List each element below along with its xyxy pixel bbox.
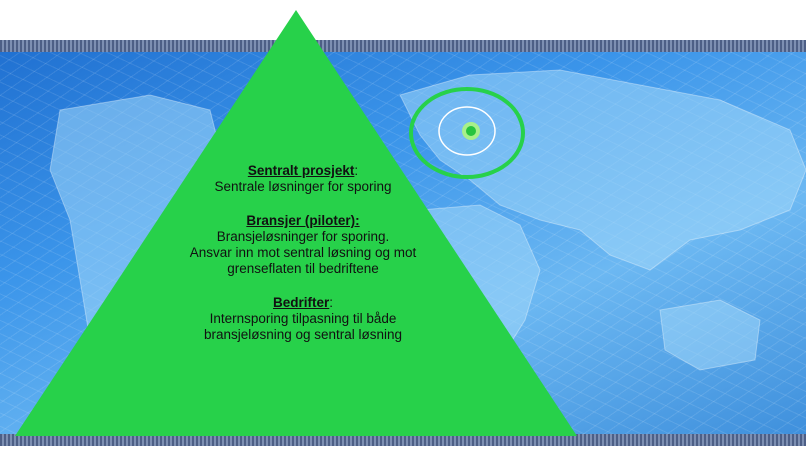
block-heading-central-project: Sentralt prosjekt	[247, 163, 355, 178]
block-line: Ansvar inn mot sentral løsning og mot	[189, 245, 417, 260]
block-heading-industries: Bransjer (piloter):	[246, 213, 360, 228]
block-line: Sentrale løsninger for sporing	[214, 179, 392, 194]
europe-location-dot	[466, 126, 476, 136]
banner-top-stripe	[0, 40, 806, 52]
banner-bottom-stripe	[0, 434, 806, 446]
block-central-project: Sentralt prosjekt: Sentrale løsninger fo…	[150, 163, 456, 195]
europe-highlight-ring-outer	[409, 87, 525, 179]
continent-europe-asia	[399, 69, 806, 271]
block-line: Bransjeløsninger for sporing.	[216, 229, 390, 244]
block-line: bransjeløsning og sentral løsning	[203, 327, 403, 342]
block-suffix-companies: :	[329, 295, 334, 310]
block-companies: Bedrifter: Internsporing tilpasning til …	[150, 295, 456, 343]
block-line: grenseflaten til bedriftene	[227, 261, 379, 276]
europe-highlight-ring-inner	[438, 106, 496, 156]
block-suffix-central-project: :	[354, 163, 359, 178]
block-heading-companies: Bedrifter	[272, 295, 330, 310]
block-industries: Bransjer (piloter): Bransjeløsninger for…	[150, 213, 456, 277]
pyramid-text: Sentralt prosjekt: Sentrale løsninger fo…	[150, 163, 456, 361]
continent-australia	[659, 299, 761, 371]
pyramid-shape	[15, 10, 577, 436]
block-line: Internsporing tilpasning til både	[209, 311, 397, 326]
